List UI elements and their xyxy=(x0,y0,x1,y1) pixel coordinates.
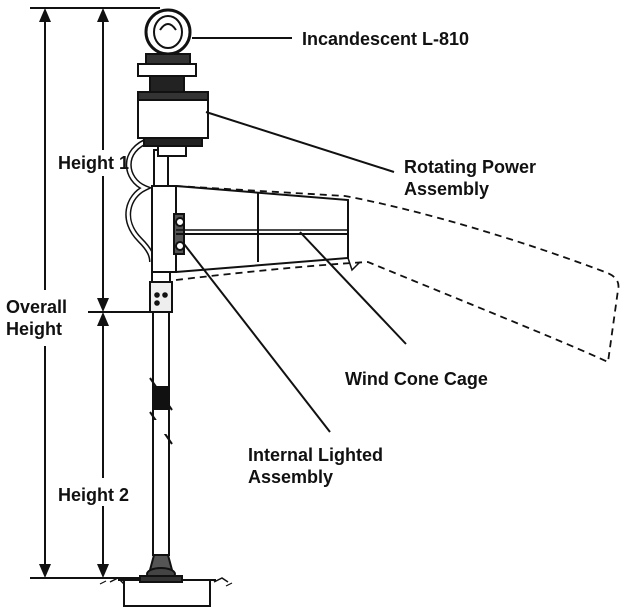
l810-light xyxy=(137,8,197,93)
ground-base xyxy=(99,577,233,607)
label-height1: Height 1 xyxy=(58,153,130,173)
height1-arrow xyxy=(97,8,109,312)
overall-height-arrow xyxy=(39,8,51,578)
label-overall-height: Overall Height xyxy=(6,297,68,339)
label-incandescent: Incandescent L-810 xyxy=(302,29,470,49)
label-wind-cone-cage: Wind Cone Cage xyxy=(345,369,488,389)
dimension-lines xyxy=(30,7,160,579)
wind-cone-cage xyxy=(151,185,620,364)
rotating-power-box xyxy=(137,91,209,157)
leader-lines xyxy=(183,37,407,433)
label-internal-lighted-assembly: Internal Lighted Assembly xyxy=(248,445,383,487)
height2-arrow xyxy=(97,312,109,578)
label-height2: Height 2 xyxy=(58,485,130,505)
label-rotating-power-assembly: Rotating Power Assembly xyxy=(404,157,537,199)
